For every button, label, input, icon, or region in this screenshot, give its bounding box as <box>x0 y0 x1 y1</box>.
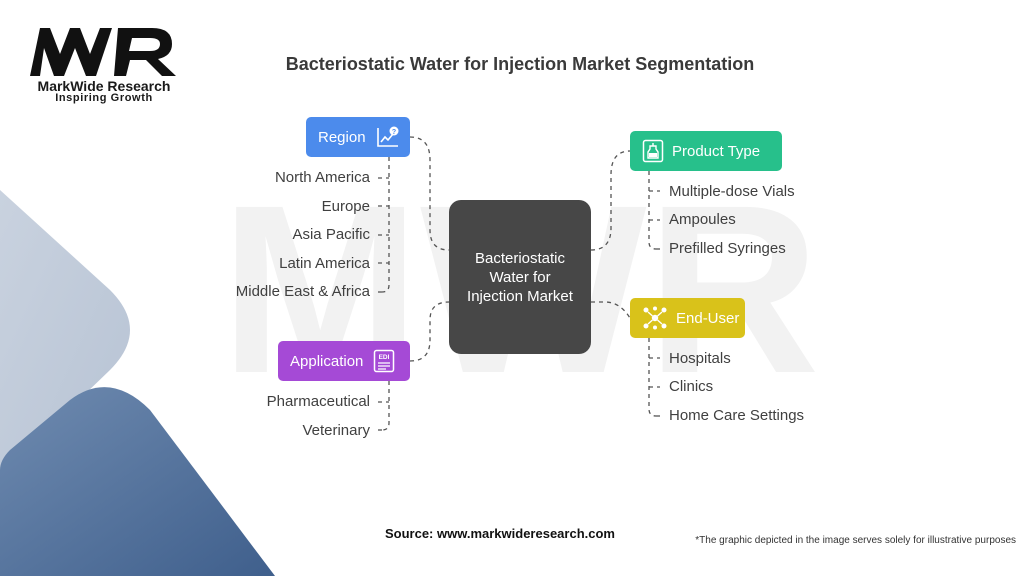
logo-tagline: Inspiring Growth <box>55 92 153 104</box>
application-item-veterinary: Veterinary <box>302 422 370 439</box>
center-node-label: Bacteriostatic Water for Injection Marke… <box>467 249 573 305</box>
bg-shape-dark <box>0 387 275 576</box>
logo-mark <box>30 28 176 76</box>
product-item-ampoules: Ampoules <box>669 211 736 228</box>
bracket-product-type <box>648 171 657 250</box>
product-item-multiple-dose-vials: Multiple-dose Vials <box>669 183 795 200</box>
svg-text:EDI: EDI <box>379 354 390 361</box>
product-item-prefilled-syringes: Prefilled Syringes <box>669 240 786 257</box>
center-node: Bacteriostatic Water for Injection Marke… <box>449 200 591 354</box>
category-region-label: Region <box>318 128 366 146</box>
category-end-user: End-User <box>630 298 745 338</box>
region-item-asia-pacific: Asia Pacific <box>292 226 370 243</box>
edi-document-icon: EDI <box>373 349 395 373</box>
category-product-type-label: Product Type <box>672 142 761 160</box>
category-application-label: Application <box>290 352 364 370</box>
logo-name: MarkWide Research <box>37 78 171 94</box>
region-item-latin-america: Latin America <box>279 255 370 272</box>
connector-end-user <box>591 301 631 319</box>
category-region: Region ? <box>306 117 410 157</box>
bracket-application <box>381 381 390 431</box>
category-application: Application EDI <box>278 341 410 381</box>
connector-region <box>409 136 450 251</box>
category-product-type: Product Type <box>630 131 782 171</box>
region-item-europe: Europe <box>321 198 370 215</box>
source-link[interactable]: Source: www.markwideresearch.com <box>384 526 615 541</box>
page-title: Bacteriostatic Water for Injection Marke… <box>285 54 755 74</box>
region-item-middle-east-africa: Middle East & Africa <box>235 283 370 300</box>
network-users-icon <box>642 306 668 330</box>
svg-text:?: ? <box>391 129 395 136</box>
enduser-item-clinics: Clinics <box>669 378 714 395</box>
connector-product-type <box>590 150 631 251</box>
connector-application <box>409 301 450 362</box>
vial-icon <box>642 139 664 163</box>
region-item-north-america: North America <box>274 169 370 186</box>
bracket-region <box>381 157 390 293</box>
disclaimer-note: *The graphic depicted in the image serve… <box>695 535 1016 546</box>
bracket-end-user <box>648 338 657 417</box>
chart-question-icon: ? <box>376 126 400 148</box>
application-item-pharmaceutical: Pharmaceutical <box>266 393 370 410</box>
enduser-item-hospitals: Hospitals <box>669 350 731 367</box>
bg-shape-light <box>0 190 130 476</box>
category-end-user-label: End-User <box>676 309 740 327</box>
enduser-item-home-care-settings: Home Care Settings <box>669 407 805 424</box>
